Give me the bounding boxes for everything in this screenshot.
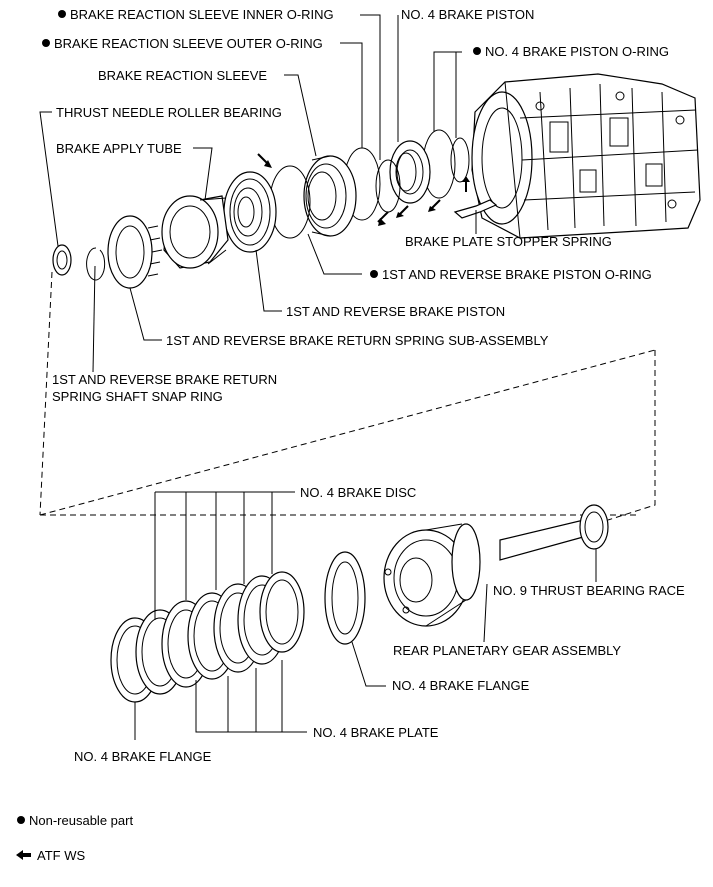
label-no4-flange-left: NO. 4 BRAKE FLANGE xyxy=(74,749,212,764)
stopper-spring-shape xyxy=(453,199,498,219)
label-return-spring: 1ST AND REVERSE BRAKE RETURN SPRING SUB-… xyxy=(166,333,549,348)
transmission-case xyxy=(471,73,701,239)
reaction-sleeve-shape xyxy=(303,155,357,237)
return-spring-shape xyxy=(107,215,163,289)
brake-disc-stack xyxy=(110,571,305,703)
label-stopper-spring: BRAKE PLATE STOPPER SPRING xyxy=(405,234,612,249)
alignment-dash-left xyxy=(39,271,640,516)
non-reusable-bullet-icon xyxy=(473,47,481,55)
snap-ring-shape xyxy=(86,247,106,281)
label-planetary: REAR PLANETARY GEAR ASSEMBLY xyxy=(393,643,621,658)
label-no4-disc: NO. 4 BRAKE DISC xyxy=(300,485,416,500)
legend-non-reusable: Non-reusable part xyxy=(29,813,133,828)
legend: Non-reusable part ATF WS xyxy=(16,813,133,863)
label-no4-piston: NO. 4 BRAKE PISTON xyxy=(401,7,534,22)
label-rev-piston: 1ST AND REVERSE BRAKE PISTON xyxy=(286,304,505,319)
non-reusable-bullet-icon xyxy=(58,10,66,18)
no4-piston-oring-shape xyxy=(450,137,470,183)
non-reusable-bullet-icon xyxy=(370,270,378,278)
label-no4-flange-right: NO. 4 BRAKE FLANGE xyxy=(392,678,530,693)
label-inner-oring: BRAKE REACTION SLEEVE INNER O-RING xyxy=(70,7,334,22)
planetary-gear-shape xyxy=(383,517,595,627)
non-reusable-bullet-icon xyxy=(42,39,50,47)
legend-bullet-icon xyxy=(17,816,25,824)
label-snap-ring-line2: SPRING SHAFT SNAP RING xyxy=(52,389,223,404)
label-snap-ring-line1: 1ST AND REVERSE BRAKE RETURN xyxy=(52,372,277,387)
legend-atf: ATF WS xyxy=(37,848,85,863)
no4-brake-piston-shape xyxy=(389,140,431,204)
alignment-dash-diag xyxy=(39,349,656,516)
alignment-dash-right xyxy=(607,350,656,521)
label-no9-race: NO. 9 THRUST BEARING RACE xyxy=(493,583,685,598)
label-no4-piston-oring: NO. 4 BRAKE PISTON O-RING xyxy=(485,44,669,59)
label-rev-piston-oring: 1ST AND REVERSE BRAKE PISTON O-RING xyxy=(382,267,652,282)
no4-flange-right-shape xyxy=(324,551,366,645)
leader-lines xyxy=(39,14,597,740)
label-thrust-bearing: THRUST NEEDLE ROLLER BEARING xyxy=(56,105,282,120)
label-reaction-sleeve: BRAKE REACTION SLEEVE xyxy=(98,68,267,83)
no9-race-shape xyxy=(579,504,609,550)
label-no4-plate: NO. 4 BRAKE PLATE xyxy=(313,725,439,740)
atf-arrows-upper xyxy=(257,153,470,226)
apply-tube-shape xyxy=(161,195,229,269)
legend-atf-arrow-icon xyxy=(16,850,31,860)
label-outer-oring: BRAKE REACTION SLEEVE OUTER O-RING xyxy=(54,36,323,51)
rev-brake-piston-shape xyxy=(223,171,277,253)
thrust-bearing-shape xyxy=(52,244,72,276)
label-apply-tube: BRAKE APPLY TUBE xyxy=(56,141,182,156)
